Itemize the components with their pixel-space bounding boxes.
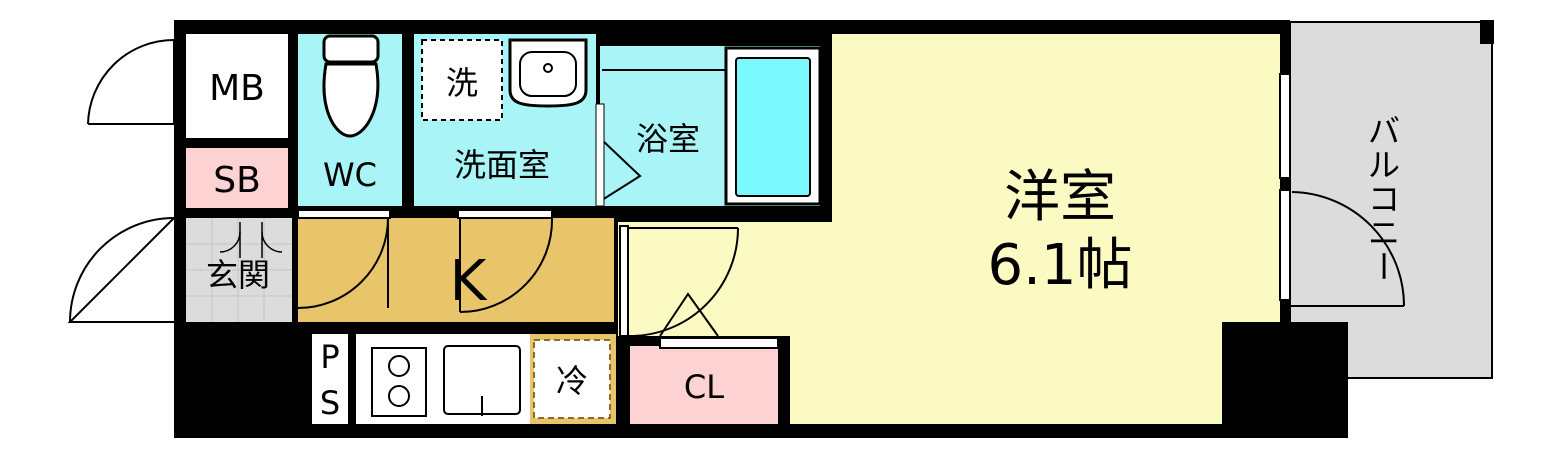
closet-label: CL	[684, 368, 724, 406]
ps-shaft	[312, 334, 348, 424]
ps-label-bottom: S	[320, 384, 340, 422]
entrance-label: 玄関	[206, 256, 270, 294]
burner-bottom-icon	[388, 385, 410, 407]
washroom-label: 洗面室	[454, 146, 550, 184]
closet-room	[630, 346, 778, 424]
washroom-door-swing	[457, 209, 554, 313]
balcony-char: ニ	[1368, 214, 1400, 252]
balcony-char: ル	[1368, 146, 1400, 184]
washing-machine-space	[421, 39, 503, 121]
wc-label: WC	[323, 156, 377, 194]
balcony-char: ー	[1364, 250, 1402, 282]
bathroom-label: 浴室	[636, 120, 700, 158]
bath-door-swing	[601, 139, 642, 201]
balcony-door-frame	[1279, 189, 1291, 301]
sb-label: SB	[213, 160, 261, 201]
fridge-label: 冷	[556, 362, 588, 400]
ps-label-top: P	[320, 338, 339, 376]
balcony-window-frame	[1279, 73, 1291, 179]
stove-icon	[371, 347, 427, 417]
balcony-door-swing	[1290, 191, 1405, 307]
sb-room	[186, 148, 288, 208]
balcony-char: バ	[1368, 112, 1400, 150]
fridge-box	[533, 339, 611, 419]
wash-basin-label: 洗	[446, 64, 478, 102]
toilet-icon	[322, 34, 380, 138]
closet-door-rail	[659, 337, 779, 349]
entrance-door-swing	[67, 217, 175, 323]
balcony-rail-end	[1480, 20, 1494, 44]
mb-label: MB	[209, 68, 265, 109]
balcony-pillar	[1222, 322, 1348, 438]
mb-room	[186, 34, 288, 138]
bathtub	[735, 57, 811, 197]
balcony-char: コ	[1368, 180, 1400, 218]
mb-door-swing	[87, 39, 175, 125]
kitchen-floor	[298, 218, 614, 322]
balcony-label: バ ル コ ニ ー	[1364, 112, 1402, 282]
western-room-floor	[618, 34, 1280, 424]
western-room-door-swing	[619, 225, 739, 338]
western-room-label: 洋室	[1004, 165, 1116, 230]
sink-icon	[508, 38, 588, 108]
western-room-size-label: 6.1帖	[987, 233, 1132, 298]
wc-door-swing	[297, 209, 391, 309]
kitchen-label: K	[450, 249, 488, 314]
entrance-tile-grid	[186, 218, 292, 322]
balcony-floor	[1289, 21, 1493, 379]
bath-door-frame	[595, 103, 605, 207]
entrance-shoe-cabinet	[219, 222, 283, 258]
burner-top-icon	[388, 355, 410, 377]
